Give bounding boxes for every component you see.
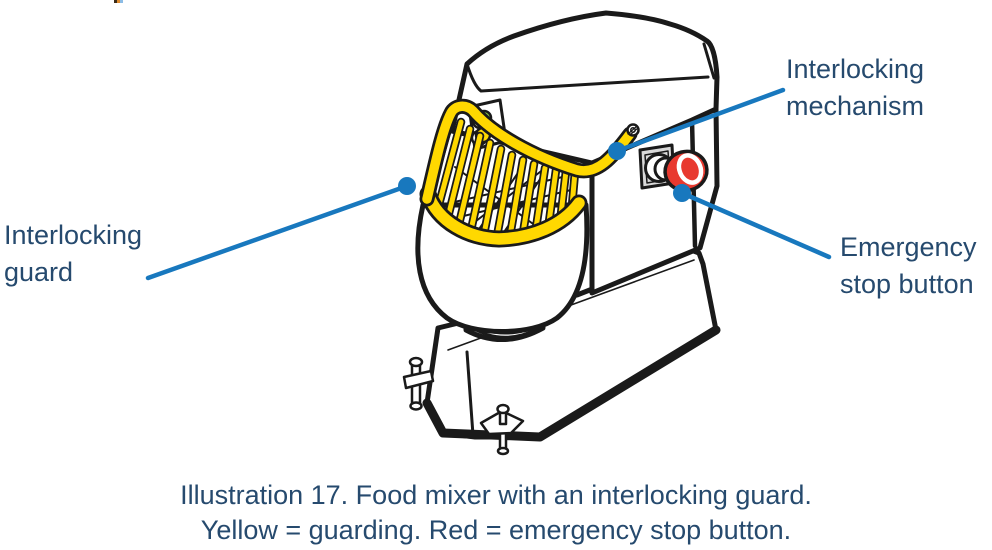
- label-line: stop button: [840, 269, 974, 299]
- label-interlocking-mechanism: Interlocking mechanism: [786, 51, 924, 125]
- emergency-stop-button-graphic: [638, 143, 709, 193]
- label-line: Interlocking: [786, 54, 925, 84]
- callout-dot-interlocking-guard: [398, 177, 416, 195]
- stop-button-ring: [676, 153, 704, 185]
- callouts: [145, 87, 832, 281]
- label-emergency-stop: Emergency stop button: [840, 229, 977, 303]
- caption-line-1: Illustration 17. Food mixer with an inte…: [180, 480, 812, 510]
- top-edge-text-fragment: [114, 0, 123, 3]
- interlocking-guard-cage: [419, 98, 640, 248]
- callout-line-interlocking-guard: [145, 183, 410, 281]
- label-line: guard: [4, 257, 74, 287]
- callout-dot-interlocking-mechanism: [608, 142, 626, 160]
- label-interlocking-guard: Interlocking guard: [4, 217, 142, 291]
- label-line: Interlocking: [4, 220, 143, 250]
- label-line: mechanism: [786, 91, 925, 121]
- leveling-feet: [402, 356, 525, 456]
- callout-dot-emergency-stop: [673, 184, 691, 202]
- figure-caption: Illustration 17. Food mixer with an inte…: [0, 478, 992, 548]
- caption-line-2: Yellow = guarding. Red = emergency stop …: [200, 515, 792, 545]
- mixer-head: [449, 10, 720, 166]
- callout-line-emergency-stop: [679, 190, 832, 260]
- label-line: Emergency: [840, 232, 977, 262]
- callout-line-interlocking-mechanism: [614, 87, 786, 154]
